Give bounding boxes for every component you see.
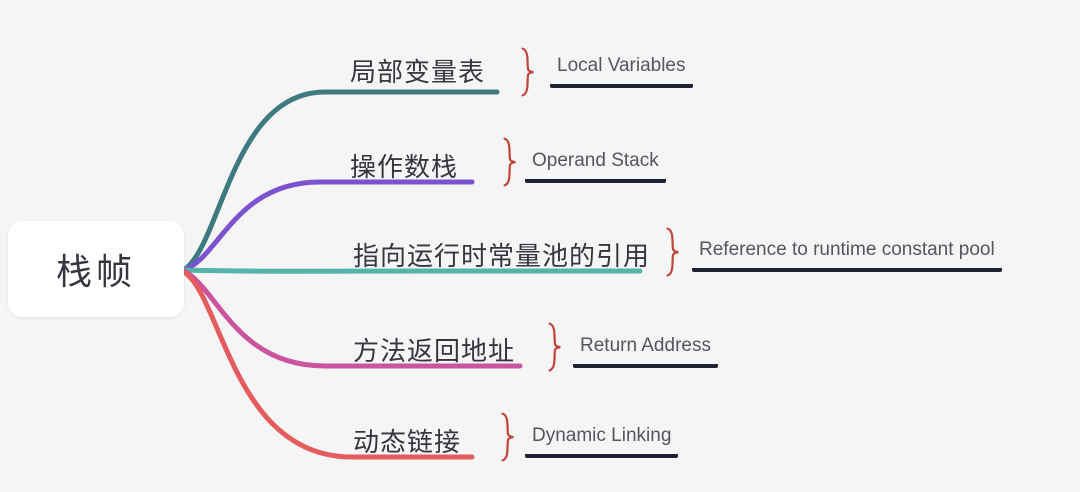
topic-local-variables-zh[interactable]: 局部变量表	[350, 57, 486, 87]
branch-curve-operand-stack	[181, 179, 475, 273]
topic-dynamic-linking-zh[interactable]: 动态链接	[353, 427, 462, 457]
summary-brace-icon[interactable]	[545, 319, 567, 375]
branch-curve-local-variables	[181, 89, 500, 273]
summary-label-dynamic-linking[interactable]: Dynamic Linking	[525, 425, 679, 458]
summary-brace-icon[interactable]	[663, 224, 685, 280]
topic-operand-stack-zh[interactable]: 操作数栈	[350, 152, 459, 182]
root-topic-label: 栈帧	[55, 251, 136, 292]
summary-label-local-variables[interactable]: Local Variables	[550, 55, 693, 88]
summary-brace-icon[interactable]	[518, 44, 540, 100]
summary-brace-icon[interactable]	[498, 409, 520, 465]
summary-brace-icon[interactable]	[500, 134, 522, 190]
branch-curve-return-address	[181, 268, 523, 369]
topic-runtime-constant-pool-zh[interactable]: 指向运行时常量池的引用	[353, 241, 651, 271]
summary-label-runtime-constant-pool[interactable]: Reference to runtime constant pool	[692, 239, 1002, 272]
root-topic-stack-frame[interactable]: 栈帧	[8, 221, 184, 317]
summary-label-operand-stack[interactable]: Operand Stack	[525, 150, 666, 183]
summary-label-return-address[interactable]: Return Address	[573, 335, 718, 368]
topic-return-address-zh[interactable]: 方法返回地址	[353, 336, 516, 366]
branch-curve-runtime-constant-pool	[181, 267, 643, 274]
branch-curve-dynamic-linking	[181, 269, 475, 460]
